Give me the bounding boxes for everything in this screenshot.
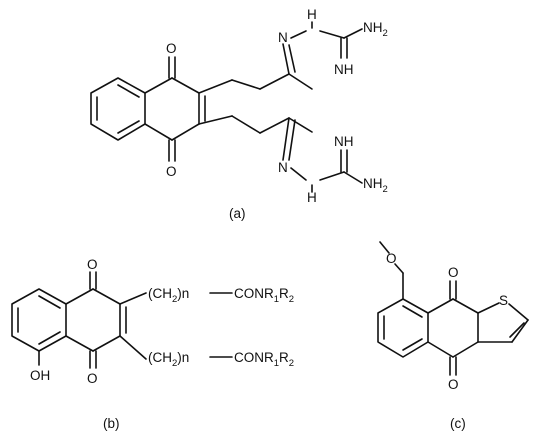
atom-oh-b: OH xyxy=(30,368,50,383)
atom-o-bottom-c: O xyxy=(448,377,459,392)
structure-c: O O O S (c) xyxy=(377,241,529,431)
atom-o-top: O xyxy=(166,41,177,56)
atom-nh-upper: H xyxy=(307,7,317,22)
atom-n-lower: N xyxy=(278,160,288,175)
atom-o-top-c: O xyxy=(448,265,459,280)
structure-b-atom-labels: O O OH xyxy=(30,257,98,386)
atom-imine-lower: NH xyxy=(334,134,354,149)
atom-nh-lower: H xyxy=(307,190,317,205)
atom-n-upper: N xyxy=(278,30,288,45)
atom-nh2-lower: NH2 xyxy=(363,176,388,195)
structure-a: O O N H NH2 NH N H NH2 NH (a) xyxy=(90,7,388,221)
atom-o-methoxy-c: O xyxy=(386,251,397,266)
atom-nh2-upper: NH2 xyxy=(363,20,388,39)
caption-b: (b) xyxy=(103,416,120,431)
structure-b-bonds xyxy=(11,271,233,369)
structure-a-atom-labels: O O N H NH2 NH N H NH2 NH xyxy=(166,7,388,205)
atom-imine-upper: NH xyxy=(334,62,354,77)
structure-c-atom-labels: O O O S xyxy=(386,251,508,392)
structure-c-bonds xyxy=(377,241,529,376)
atom-o-bottom-b: O xyxy=(87,371,98,386)
caption-a: (a) xyxy=(229,206,246,221)
atom-o-bottom: O xyxy=(166,164,177,179)
structure-a-bonds xyxy=(90,28,363,184)
atom-s-c: S xyxy=(499,293,508,308)
caption-c: (c) xyxy=(450,416,466,431)
atom-o-top-b: O xyxy=(87,257,98,272)
